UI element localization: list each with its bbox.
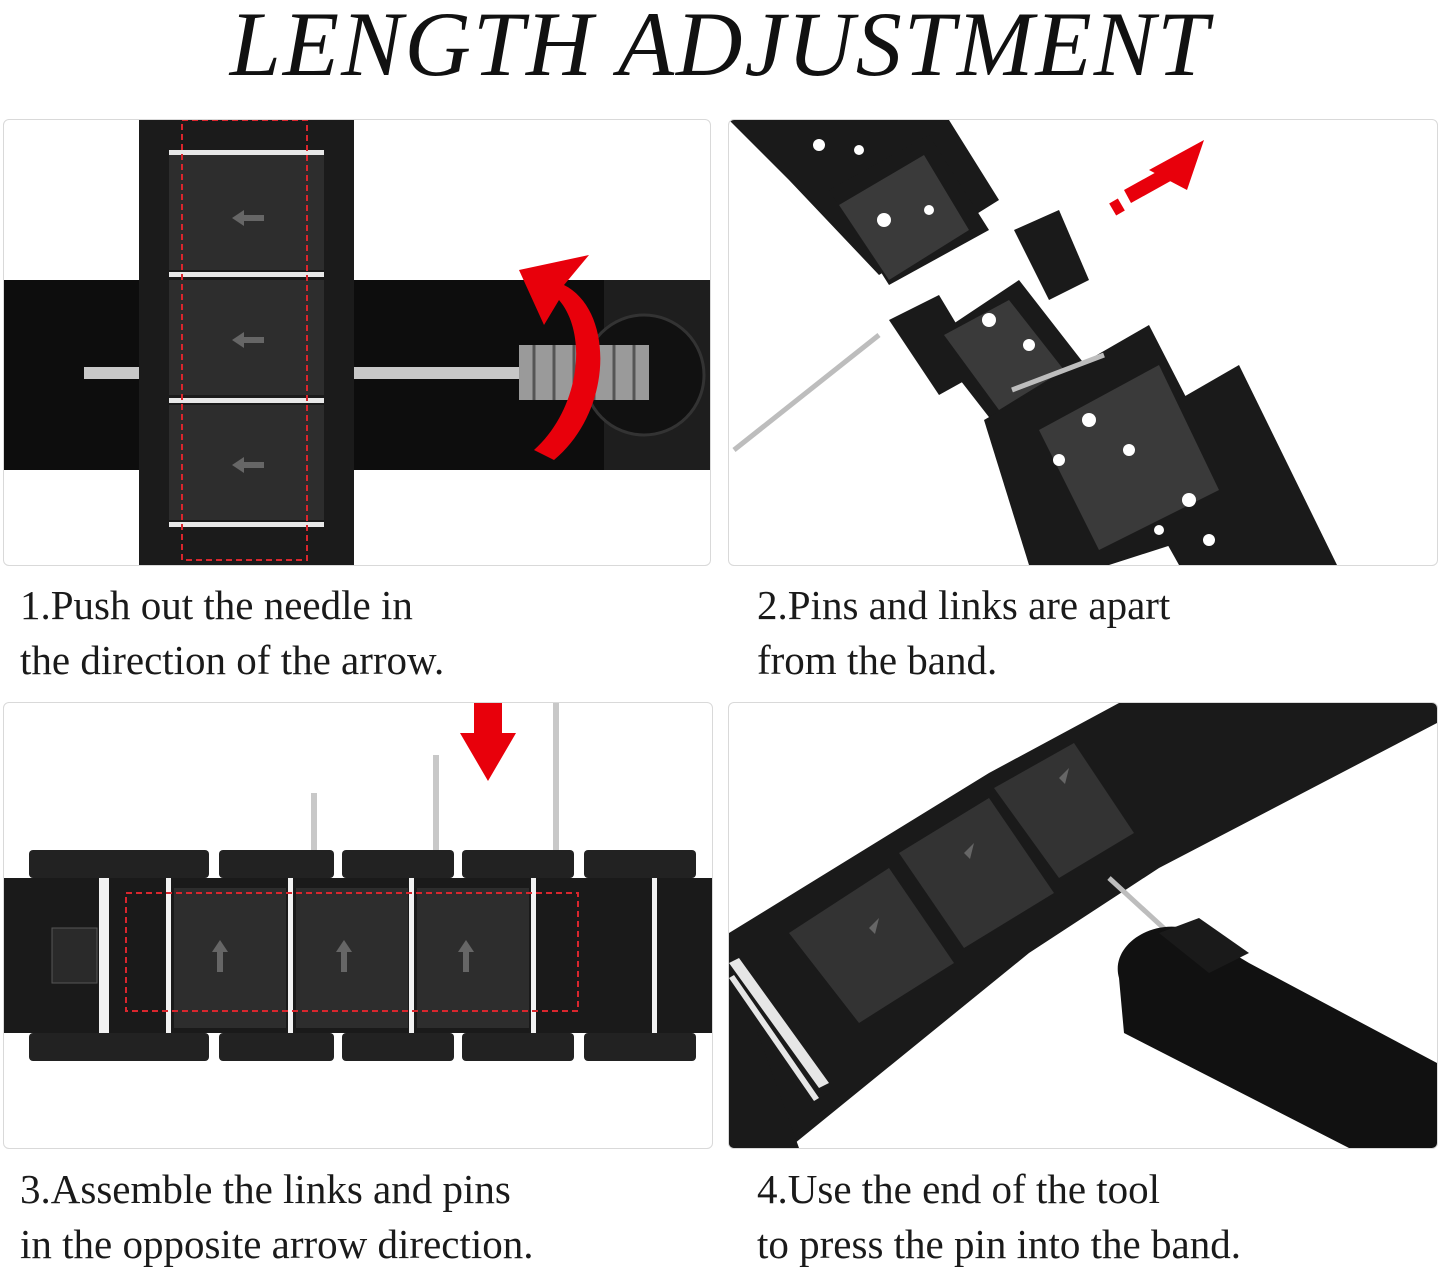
- step-1-line-1: 1.Push out the needle in: [20, 582, 413, 628]
- watch-band-vertical: [139, 120, 354, 565]
- watch-band-horizontal: [4, 850, 712, 1061]
- step-4-image: [728, 702, 1438, 1149]
- step-1-image: [3, 119, 711, 566]
- step-2-line-2: from the band.: [757, 637, 998, 683]
- step-3-line-1: 3.Assemble the links and pins: [20, 1166, 511, 1212]
- step-4-caption: 4.Use the end of the tool to press the p…: [757, 1162, 1241, 1272]
- step-2-caption: 2.Pins and links are apart from the band…: [757, 578, 1170, 688]
- step-2-image: [728, 119, 1438, 566]
- step-4-line-2: to press the pin into the band.: [757, 1221, 1241, 1267]
- step-1-line-2: the direction of the arrow.: [20, 637, 445, 683]
- step-4-line-1: 4.Use the end of the tool: [757, 1166, 1161, 1212]
- pin: [1107, 876, 1171, 935]
- crystal-sparkles: [813, 139, 1215, 546]
- loose-pin: [732, 333, 881, 452]
- down-arrow: [460, 703, 516, 781]
- pins-vertical: [311, 703, 559, 850]
- step-3-caption: 3.Assemble the links and pins in the opp…: [20, 1162, 534, 1272]
- step-3-line-2: in the opposite arrow direction.: [20, 1221, 534, 1267]
- curved-arrow: [519, 255, 601, 460]
- page-title: LENGTH ADJUSTMENT: [229, 0, 1211, 95]
- step-3-image: [3, 702, 713, 1149]
- diagonal-arrow: [1109, 140, 1204, 216]
- tool-tip: [1117, 926, 1437, 1148]
- step-1-caption: 1.Push out the needle in the direction o…: [20, 578, 444, 688]
- step-2-line-1: 2.Pins and links are apart: [757, 582, 1171, 628]
